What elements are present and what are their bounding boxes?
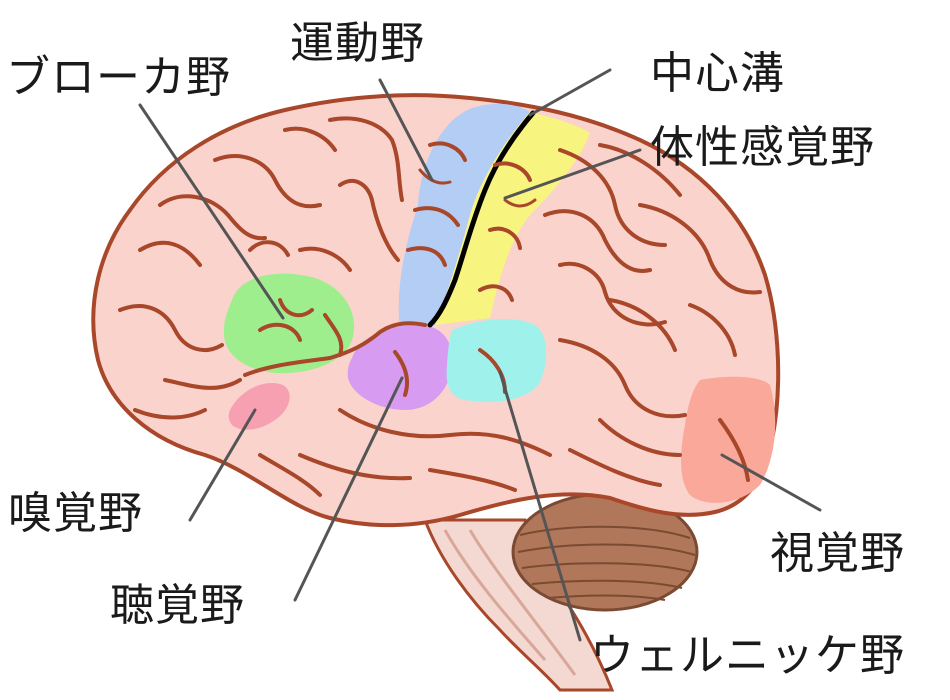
somatosensory-area	[435, 112, 590, 325]
central-sulcus-leader	[528, 68, 612, 117]
wernicke-area-label: ウェルニッケ野	[590, 630, 905, 681]
central-sulcus-label: 中心溝	[650, 48, 785, 99]
somatosensory-area-label: 体性感覚野	[650, 122, 875, 173]
motor-area-leader	[378, 78, 434, 182]
motor-area	[398, 103, 530, 331]
broca-area	[223, 273, 355, 374]
visual-area-label: 視覚野	[770, 528, 905, 579]
wernicke-area	[446, 318, 547, 402]
brainstem-stripe-2	[468, 529, 577, 676]
auditory-area	[347, 325, 453, 410]
broca-area-leader	[138, 103, 285, 320]
olfactory-area	[228, 382, 290, 430]
visual-area	[681, 376, 776, 503]
auditory-area-leader	[293, 376, 404, 602]
broca-area-label: ブローカ野	[6, 52, 231, 103]
olfactory-area-label: 嗅覚野	[8, 488, 143, 539]
motor-area-label: 運動野	[290, 18, 425, 69]
central-sulcus-line	[427, 110, 536, 328]
brainstem-stripe	[443, 529, 547, 661]
visual-area-leader	[720, 453, 822, 512]
auditory-area-label: 聴覚野	[110, 580, 245, 631]
cortex-folds	[118, 116, 762, 497]
olfactory-area-leader	[188, 408, 257, 522]
wernicke-area-leader	[498, 370, 582, 642]
cerebellum-folia	[517, 525, 696, 601]
somatosensory-area-leader	[503, 148, 642, 200]
